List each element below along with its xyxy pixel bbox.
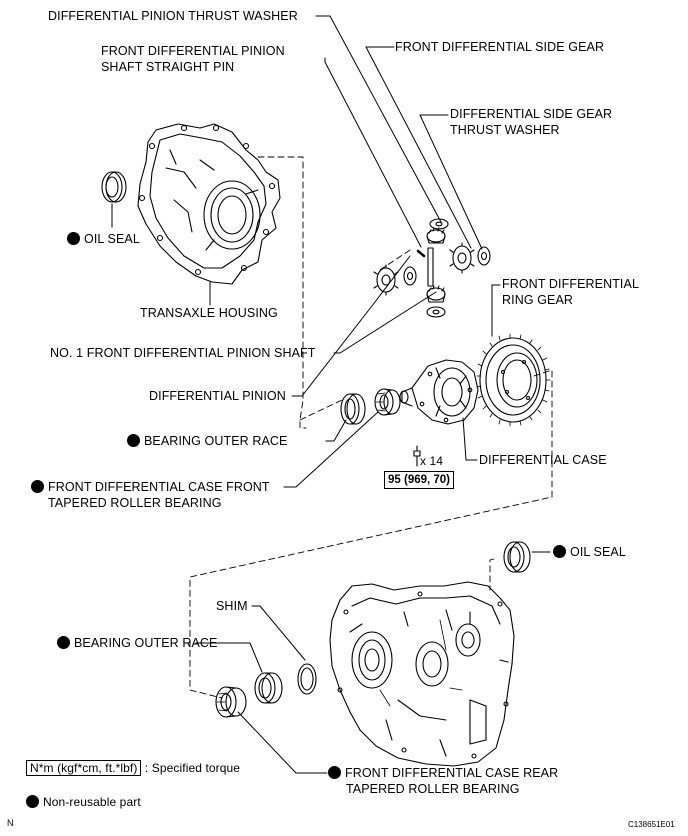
- bolt-drawing: [413, 445, 421, 467]
- leader-lines: [111, 15, 551, 774]
- corner-marker-n: N: [7, 818, 14, 828]
- non-reusable-marker-icon: [553, 545, 566, 558]
- legend-torque-text: : Specified torque: [144, 761, 241, 775]
- label-front-bearing-line1: FRONT DIFFERENTIAL CASE FRONT: [31, 480, 270, 495]
- differential-small-parts: [373, 218, 491, 318]
- label-oil-seal-upper: OIL SEAL: [67, 232, 140, 247]
- label-transaxle-housing: TRANSAXLE HOUSING: [140, 306, 278, 320]
- label-front-diff-side-gear: FRONT DIFFERENTIAL SIDE GEAR: [395, 40, 605, 54]
- legend-nonreusable: Non-reusable part: [26, 795, 141, 810]
- rear-bearing-text: FRONT DIFFERENTIAL CASE REAR: [345, 766, 559, 780]
- label-bolt-quantity: x 14: [420, 454, 444, 468]
- oil-seal-lower-drawing: [503, 541, 531, 573]
- legend-nonreusable-text: Non-reusable part: [43, 795, 141, 809]
- label-no1-pinion-shaft: NO. 1 FRONT DIFFERENTIAL PINION SHAFT: [50, 346, 316, 360]
- bearing-outer-race-lower-text: BEARING OUTER RACE: [74, 636, 218, 650]
- non-reusable-marker-icon: [31, 480, 44, 493]
- differential-case-drawing: [399, 359, 479, 425]
- front-bearing-text: FRONT DIFFERENTIAL CASE FRONT: [48, 480, 270, 494]
- label-side-gear-thrust-washer-line2: THRUST WASHER: [450, 123, 560, 137]
- label-rear-bearing-line1: FRONT DIFFERENTIAL CASE REAR: [328, 766, 558, 781]
- label-differential-case: DIFFERENTIAL CASE: [479, 453, 607, 467]
- bearing-outer-race-upper-drawing: [340, 393, 366, 425]
- non-reusable-marker-icon: [67, 232, 80, 245]
- torque-spec-box: 95 (969, 70): [384, 471, 455, 489]
- label-bearing-outer-race-upper: BEARING OUTER RACE: [127, 434, 288, 449]
- transaxle-case-drawing: [329, 581, 515, 767]
- ring-gear-drawing: [476, 333, 551, 427]
- label-differential-pinion: DIFFERENTIAL PINION: [149, 389, 286, 403]
- label-pinion-shaft-straight-pin-line1: FRONT DIFFERENTIAL PINION: [101, 44, 285, 58]
- oil-seal-lower-text: OIL SEAL: [570, 545, 626, 559]
- figure-id: C138651E01: [628, 820, 675, 829]
- label-diff-pinion-thrust-washer: DIFFERENTIAL PINION THRUST WASHER: [48, 9, 298, 23]
- label-bearing-outer-race-lower: BEARING OUTER RACE: [57, 636, 218, 651]
- dashed-assembly-lines: [189, 156, 553, 699]
- non-reusable-marker-icon: [328, 766, 341, 779]
- non-reusable-marker-icon: [57, 636, 70, 649]
- bearing-outer-race-lower-drawing: [254, 672, 283, 704]
- legend-torque: N*m (kgf*cm, ft.*lbf) : Specified torque: [26, 760, 241, 776]
- rear-bearing-drawing: [215, 686, 247, 718]
- transaxle-housing-drawing: [137, 123, 281, 285]
- label-ring-gear-line1: FRONT DIFFERENTIAL: [502, 277, 639, 291]
- front-bearing-drawing: [374, 388, 401, 416]
- label-oil-seal-lower: OIL SEAL: [553, 545, 626, 560]
- shim-drawing: [297, 663, 317, 695]
- label-pinion-shaft-straight-pin-line2: SHAFT STRAIGHT PIN: [101, 60, 235, 74]
- bearing-outer-race-upper-text: BEARING OUTER RACE: [144, 434, 288, 448]
- label-shim: SHIM: [216, 599, 248, 613]
- oil-seal-upper-text: OIL SEAL: [84, 232, 140, 246]
- oil-seal-upper-drawing: [101, 171, 127, 203]
- label-front-bearing-line2: TAPERED ROLLER BEARING: [48, 496, 222, 510]
- label-side-gear-thrust-washer-line1: DIFFERENTIAL SIDE GEAR: [450, 107, 613, 121]
- legend-torque-unit-box: N*m (kgf*cm, ft.*lbf): [26, 760, 142, 776]
- label-ring-gear-line2: RING GEAR: [502, 293, 574, 307]
- non-reusable-marker-icon: [127, 434, 140, 447]
- label-rear-bearing-line2: TAPERED ROLLER BEARING: [346, 782, 520, 796]
- non-reusable-marker-icon: [26, 795, 39, 808]
